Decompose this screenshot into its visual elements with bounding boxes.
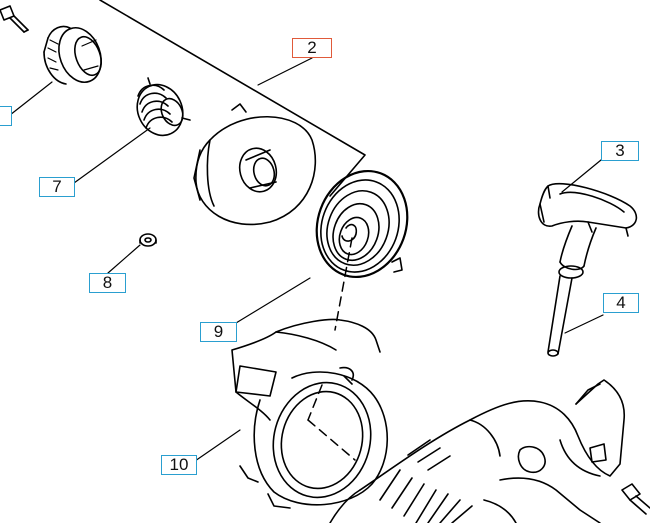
pulley-disc-part <box>193 103 317 226</box>
starter-handle-part <box>537 182 638 279</box>
engine-housing-part <box>329 379 626 523</box>
callout-4[interactable]: 4 <box>603 293 639 313</box>
callout-partial-left[interactable] <box>0 106 12 126</box>
recoil-spring-part <box>315 169 409 279</box>
callout-2[interactable]: 2 <box>292 38 332 58</box>
leader-lines <box>9 57 604 462</box>
callout-8[interactable]: 8 <box>89 273 126 293</box>
washer-part <box>139 233 157 247</box>
starter-rope-part <box>547 275 573 357</box>
spring-part <box>136 77 191 137</box>
bolt-part <box>621 483 650 515</box>
assembly-axis <box>307 237 356 461</box>
screw-part <box>0 5 29 33</box>
callout-10[interactable]: 10 <box>161 455 197 475</box>
pulley-hub-part <box>43 25 102 85</box>
callout-7[interactable]: 7 <box>39 177 75 197</box>
assembly-bracket-lines <box>99 0 366 197</box>
callout-3[interactable]: 3 <box>601 141 639 161</box>
callout-9[interactable]: 9 <box>200 322 237 342</box>
starter-cover-part <box>231 318 389 509</box>
